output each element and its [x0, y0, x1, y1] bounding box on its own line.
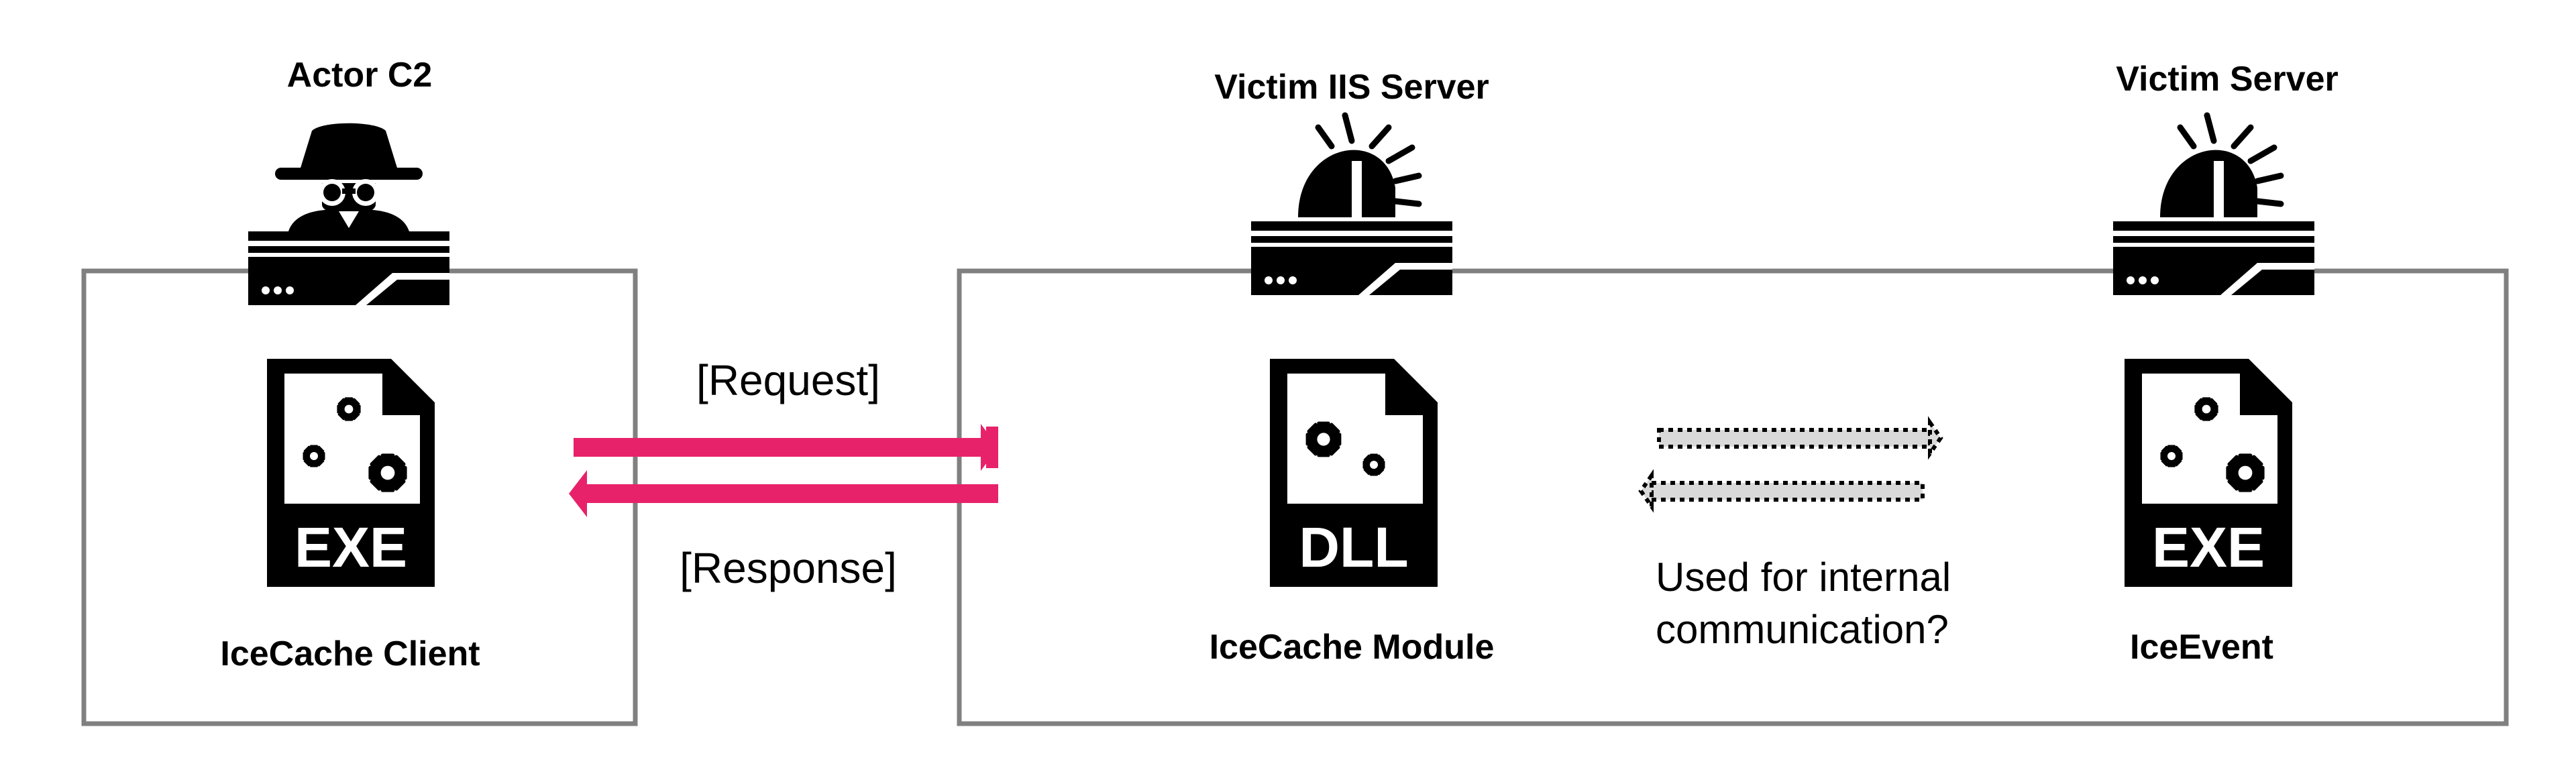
spy-icon [275, 123, 423, 231]
bug-icon [2160, 115, 2281, 217]
file-badge-text: DLL [1299, 516, 1408, 579]
victim-server-title: Victim Server [2116, 60, 2339, 99]
actor-c2-server [248, 123, 449, 305]
internal-communication-note: Used for internal communication? [1656, 551, 1951, 656]
icecache-client-label: IceCache Client [220, 634, 480, 673]
exe-file-icon: EXE [2125, 359, 2292, 587]
file-badge-text: EXE [294, 516, 407, 579]
file-badge-text: EXE [2152, 516, 2265, 579]
response-label: [Response] [680, 544, 897, 592]
request-label: [Request] [696, 356, 880, 404]
server-rack-icon [2113, 221, 2314, 295]
internal-forward-arrow [1657, 416, 1943, 460]
internal-note-line-1: Used for internal [1656, 555, 1951, 600]
request-arrow [574, 424, 998, 471]
response-arrow [569, 470, 998, 517]
actor-c2-title: Actor C2 [286, 56, 433, 95]
victim-iis-server [1251, 115, 1452, 295]
dll-file-icon: DLL [1270, 359, 1438, 587]
victim-iis-server-title: Victim IIS Server [1214, 68, 1489, 107]
victim-server [2113, 115, 2314, 295]
server-rack-icon [1251, 221, 1452, 295]
server-rack-icon [248, 231, 449, 305]
internal-note-line-2: communication? [1656, 607, 1949, 652]
iceevent-label: IceEvent [2130, 628, 2273, 667]
bug-icon [1298, 115, 1419, 217]
internal-backward-arrow [1638, 469, 1925, 513]
exe-file-icon: EXE [267, 359, 435, 587]
icecache-module-label: IceCache Module [1209, 628, 1495, 667]
